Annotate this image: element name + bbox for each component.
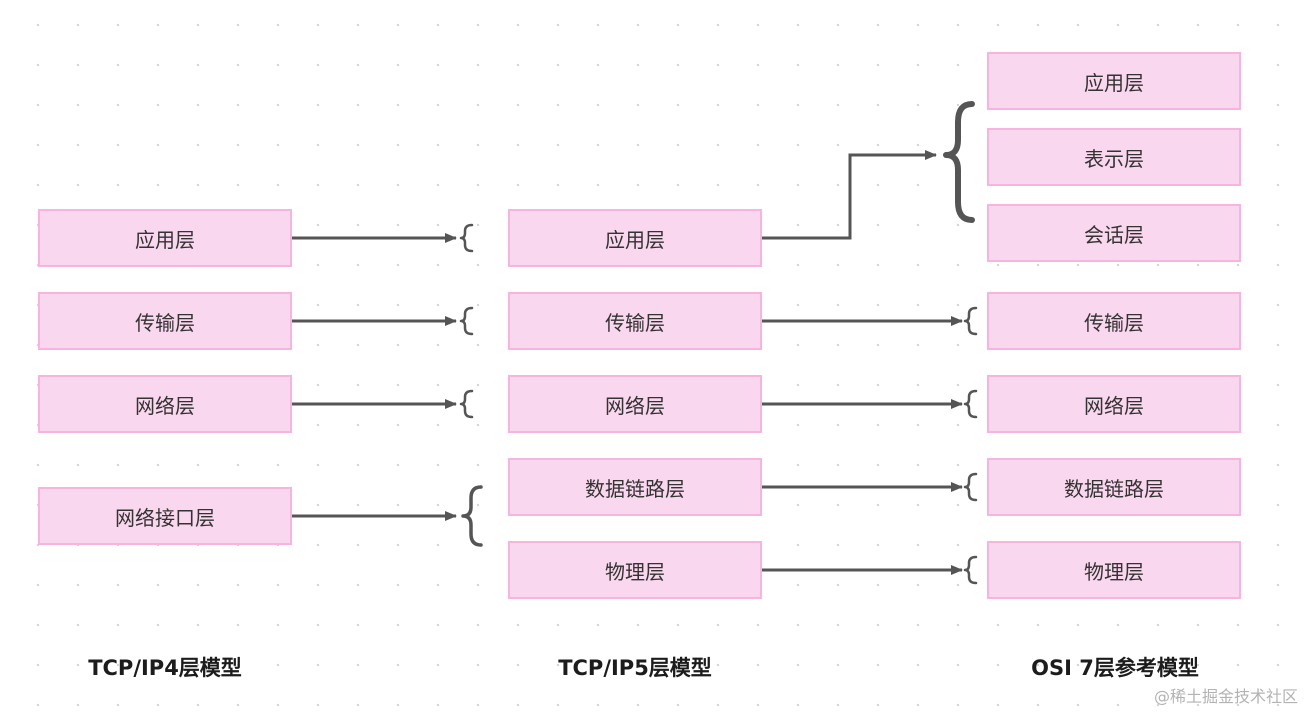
brace-icon [963, 306, 978, 336]
brace-icon [459, 223, 474, 253]
osi-layer-physical: 物理层 [987, 541, 1241, 599]
brace-icon [459, 389, 474, 419]
tcp5-layer-transport: 传输层 [508, 292, 762, 350]
osi-layer-application: 应用层 [987, 52, 1241, 110]
brace-icon [943, 101, 975, 223]
osi-layer-data-link: 数据链路层 [987, 458, 1241, 516]
tcp4-layer-network: 网络层 [38, 375, 292, 433]
brace-icon [459, 306, 474, 336]
tcp4-layer-transport: 传输层 [38, 292, 292, 350]
watermark: @稀土掘金技术社区 [1153, 687, 1298, 706]
tcp4-layer-application: 应用层 [38, 209, 292, 267]
osi-layer-network: 网络层 [987, 375, 1241, 433]
osi-layer-session: 会话层 [987, 204, 1241, 262]
brace-icon [963, 555, 978, 585]
tcp5-model-caption: TCP/IP5层模型 [558, 656, 712, 680]
brace-icon [963, 472, 978, 502]
brace-icon [963, 389, 978, 419]
osi7-model-caption: OSI 7层参考模型 [1031, 656, 1199, 680]
tcp5-layer-network: 网络层 [508, 375, 762, 433]
arrow-tcp5-app [762, 150, 937, 240]
tcp5-layer-application: 应用层 [508, 209, 762, 267]
osi-layer-presentation: 表示层 [987, 128, 1241, 186]
osi-layer-transport: 传输层 [987, 292, 1241, 350]
tcp4-layer-network-interface: 网络接口层 [38, 487, 292, 545]
tcp5-layer-data-link: 数据链路层 [508, 458, 762, 516]
brace-icon [461, 485, 483, 547]
tcp4-model-caption: TCP/IP4层模型 [88, 656, 242, 680]
tcp5-layer-physical: 物理层 [508, 541, 762, 599]
